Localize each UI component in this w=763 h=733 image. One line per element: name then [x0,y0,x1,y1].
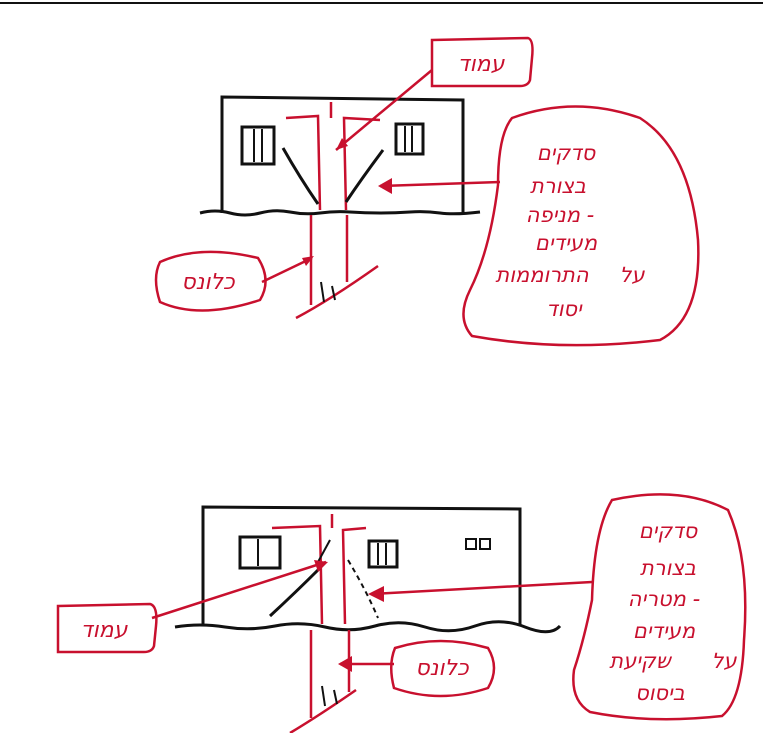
top-note-line-2: בצורת [530,174,586,198]
bottom-label-pile: כלונס [338,639,496,698]
bottom-note-line-3: מטריה - [628,587,700,611]
top-ground-line [199,209,481,217]
bottom-label-column: עמוד [56,560,328,654]
top-note: סדקים בצורת מניפה - מעידים על התרוממות י… [378,105,700,347]
top-pile [295,215,379,320]
top-note-line-6: התרוממות [495,263,588,287]
top-column [285,102,381,211]
bottom-note-line-2: בצורת [640,556,696,580]
bottom-column [271,514,367,625]
top-window-right [394,122,425,156]
bottom-label-pile-text: כלונס [415,656,469,681]
bottom-note-line-1: סדקים [639,519,699,543]
bottom-crack-left-upper [317,539,331,563]
top-crack-left [281,147,320,205]
top-note-line-4: מעידים [535,231,598,255]
bottom-crack-right [347,559,379,619]
top-label-pile-text: כלונס [181,270,235,295]
top-diagram: עמוד כלונס סדקים בצורת מניפה - מעידים על… [154,36,700,347]
bottom-diagram: עמוד כלונס סדקים בצורת מטריה - מעידים על… [56,493,747,733]
bottom-note-line-5: על [711,649,737,673]
top-note-line-5: על [619,263,645,287]
top-label-column-arrow [335,69,433,151]
bottom-window-small [465,538,491,550]
bottom-label-column-arrow [151,560,327,620]
top-note-arrow [379,180,501,188]
bottom-note: סדקים בצורת מטריה - מעידים על שקיעת ביסו… [368,493,747,721]
bottom-note-line-4: מעידים [633,619,696,643]
bottom-pile [289,630,357,733]
top-label-column: עמוד [335,36,534,151]
top-crack-right [344,149,385,203]
bottom-note-arrow [371,580,593,596]
top-note-line-3: מניפה - [526,203,594,227]
top-note-line-1: סדקים [537,141,597,165]
bottom-building-outline [201,505,522,626]
bottom-note-line-7: ביסוס [635,681,685,705]
top-note-line-7: יסוד [546,297,583,321]
bottom-window-left [238,535,282,570]
top-window-left [240,125,276,166]
bottom-ground-line [174,620,562,634]
top-label-pile: כלונס [154,250,314,312]
bottom-note-line-6: שקיעת [609,649,673,673]
top-building-outline [220,95,465,213]
bottom-crack-left [268,566,322,618]
top-label-column-text: עמוד [458,52,506,77]
top-label-pile-arrow [261,256,313,284]
bottom-window-right [367,539,399,569]
bottom-label-column-text: עמוד [81,618,129,643]
